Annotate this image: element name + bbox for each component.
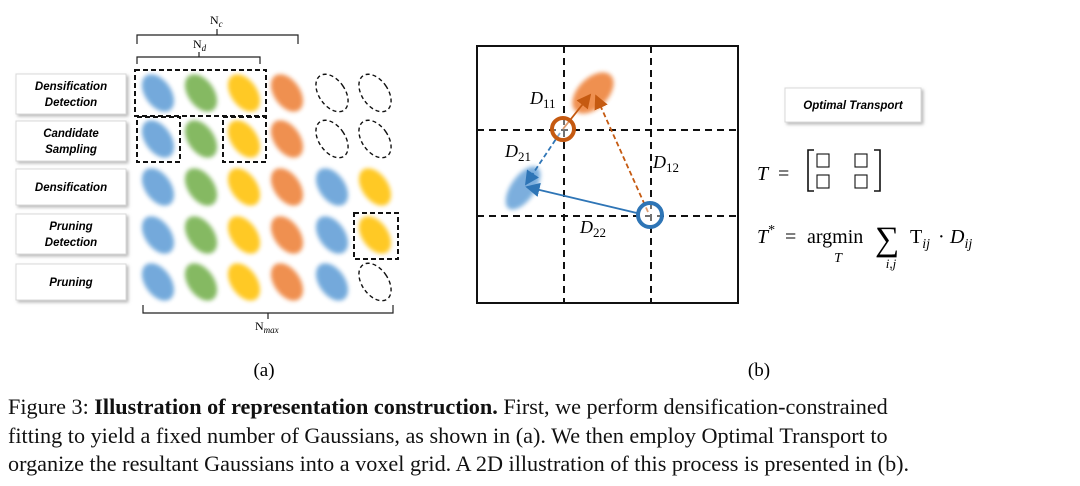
- row-label-densification-detection-line2: Detection: [45, 97, 97, 109]
- brace-nmax: [142, 305, 394, 319]
- gaussian-green: [184, 120, 218, 158]
- eq1-lhs: T: [757, 163, 770, 185]
- caption-line-1: Figure 3: Illustration of representation…: [8, 393, 1076, 422]
- matrix-cell-22: [854, 174, 868, 189]
- row-label-candidate-sampling-line2: Sampling: [45, 144, 97, 156]
- gaussian-orange: [270, 120, 304, 158]
- equation-transport-matrix: T =: [757, 149, 881, 192]
- panel-b: D11 D12 D21 D22 Optimal Transport T = T*…: [476, 45, 972, 381]
- gaussian-yellow: [358, 216, 392, 254]
- eq2-rel: =: [785, 226, 796, 248]
- eq2-lhs: T*: [757, 223, 775, 248]
- brace-nmax-label: Nmax: [255, 319, 279, 335]
- row-label-candidate-sampling: [15, 120, 127, 162]
- row-label-candidate-sampling-line1: Candidate: [43, 128, 99, 140]
- eq1-rel: =: [778, 163, 789, 185]
- caption-line-3: organize the resultant Gaussians into a …: [8, 451, 910, 476]
- row-label-pruning-detection-line2: Detection: [45, 237, 97, 249]
- figure: Densification Detection Candidate Sampli…: [15, 13, 972, 381]
- gaussian-yellow: [358, 168, 392, 206]
- arrow-d22: [525, 182, 638, 214]
- arrow-d21: [525, 132, 561, 186]
- caption-line-2: fitting to yield a fixed number of Gauss…: [8, 422, 888, 448]
- row-label-pruning-line1: Pruning: [49, 277, 92, 289]
- gaussian-green: [184, 74, 218, 112]
- gaussian-orange: [270, 216, 304, 254]
- gaussian-green: [184, 168, 218, 206]
- subfigure-label-a: (a): [253, 360, 274, 381]
- gaussian-blue: [315, 263, 349, 301]
- matrix-cell-12: [854, 153, 868, 168]
- gaussian-green: [184, 263, 218, 301]
- optimal-transport-title: Optimal Transport: [803, 100, 904, 112]
- panel-a: Densification Detection Candidate Sampli…: [15, 13, 399, 381]
- caption-prefix: Figure 3:: [8, 394, 95, 419]
- gaussian-yellow: [227, 74, 261, 112]
- sampled-box-blue: [136, 116, 181, 163]
- gaussian-grid: [141, 73, 392, 302]
- gaussian-orange: [270, 263, 304, 301]
- gaussian-blue: [141, 216, 175, 254]
- row-label-densification-detection: [15, 73, 127, 115]
- eq2-term1: Tij: [910, 226, 930, 252]
- eq2-op-sub: T: [834, 251, 843, 266]
- eq2-sum: ∑: [875, 221, 899, 258]
- label-d22: D22: [579, 217, 606, 240]
- figure-caption: Figure 3: Illustration of representation…: [8, 393, 1076, 479]
- row-labels: Densification Detection Candidate Sampli…: [15, 73, 127, 301]
- gaussian-slot-empty: [358, 73, 392, 113]
- detection-box-row1: [134, 69, 267, 117]
- gaussian-orange: [270, 168, 304, 206]
- eq2-term2: Dij: [949, 226, 972, 252]
- eq2-sum-sub: i,j: [886, 256, 897, 271]
- gaussian-blue: [141, 263, 175, 301]
- label-d11: D11: [529, 88, 556, 111]
- gaussian-orange: [270, 74, 304, 112]
- eq2-op: argmin: [807, 226, 863, 248]
- label-d21: D21: [504, 141, 531, 164]
- gaussian-green: [184, 216, 218, 254]
- subfigure-label-b: (b): [748, 360, 770, 381]
- gaussian-blue: [141, 168, 175, 206]
- gaussian-yellow: [227, 216, 261, 254]
- voxel-center-blue: [636, 201, 664, 229]
- matrix-left-bracket: [807, 149, 814, 192]
- row-label-densification-detection-line1: Densification: [35, 81, 107, 93]
- arrow-d11: [562, 93, 592, 130]
- gaussian-slot-empty: [315, 119, 349, 159]
- voxel-center-orange: [550, 116, 576, 142]
- gaussian-blue: [315, 168, 349, 206]
- gaussian-yellow: [227, 168, 261, 206]
- gaussian-slot-empty: [315, 73, 349, 113]
- gaussian-yellow: [227, 263, 261, 301]
- gaussian-slot-empty: [358, 119, 392, 159]
- brace-nd: [136, 52, 261, 64]
- row-label-pruning-detection: [15, 213, 127, 255]
- pruning-detection-box: [353, 212, 399, 260]
- brace-nc: [136, 29, 299, 44]
- caption-bold-title: Illustration of representation construct…: [94, 394, 498, 419]
- equation-argmin: T* = argmin T ∑ i,j Tij · Dij: [757, 221, 972, 271]
- sampled-box-yellow: [222, 116, 267, 163]
- matrix-cell-11: [816, 153, 830, 168]
- matrix-right-bracket: [874, 149, 881, 192]
- gaussian-blue: [141, 120, 175, 158]
- row-label-pruning: [15, 263, 127, 301]
- brace-nd-label: Nd: [193, 37, 207, 53]
- row-label-pruning-detection-line1: Pruning: [49, 221, 92, 233]
- brace-nc-label: Nc: [210, 13, 223, 29]
- row-label-densification-line1: Densification: [35, 182, 107, 194]
- label-d12: D12: [652, 152, 679, 175]
- gaussian-slot-empty: [358, 262, 392, 302]
- gaussian-yellow: [227, 120, 261, 158]
- optimal-transport-box: [784, 87, 922, 123]
- gaussian-blue: [141, 74, 175, 112]
- voxel-grid-lines: [477, 46, 738, 303]
- row-label-densification: [15, 168, 127, 206]
- eq2-dot: ·: [938, 226, 945, 248]
- caption-line1-rest: First, we perform densification-constrai…: [497, 394, 888, 419]
- gaussian-blue: [315, 216, 349, 254]
- arrow-d12: [594, 94, 649, 213]
- matrix-cell-21: [816, 174, 830, 189]
